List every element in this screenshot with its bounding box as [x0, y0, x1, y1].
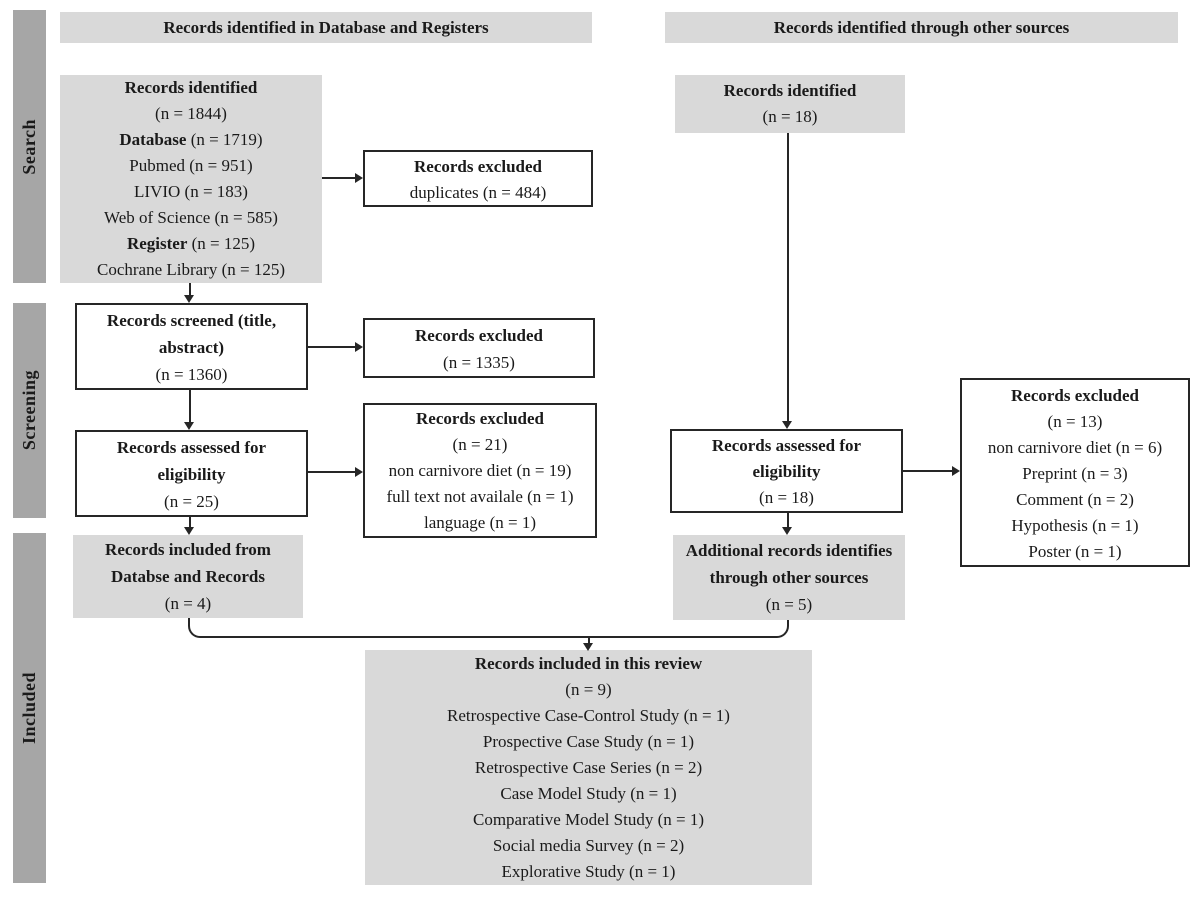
box-line: Records assessed for	[711, 436, 862, 455]
header-other-sources: Records identified through other sources	[665, 12, 1178, 43]
arrow-assessed-to-excluded-other	[903, 470, 953, 472]
box-line: Web of Science (n = 585)	[104, 208, 278, 227]
arrowhead-down-icon	[184, 527, 194, 535]
box-excluded-screening: Records excluded (n = 1335)	[363, 318, 595, 378]
box-line: Retrospective Case Series (n = 2)	[474, 758, 703, 777]
arrowhead-down-icon	[184, 422, 194, 430]
box-line: Hypothesis (n = 1)	[1011, 516, 1139, 535]
box-additional-records: Additional records identifies through ot…	[673, 535, 905, 620]
box-line: Case Model Study (n = 1)	[500, 784, 677, 803]
arrowhead-down-icon	[184, 295, 194, 303]
arrowhead-right-icon	[355, 467, 363, 477]
stage-label-screening: Screening	[19, 370, 39, 451]
stage-label-search: Search	[19, 118, 39, 175]
connector-merge-horizontal	[203, 636, 773, 638]
box-line-label: Database	[119, 130, 187, 149]
box-line: Databse and Records	[111, 567, 265, 586]
box-line: Poster (n = 1)	[1028, 542, 1122, 561]
box-line-label: Register	[126, 234, 188, 253]
arrowhead-down-icon	[782, 421, 792, 429]
box-included-review: Records included in this review (n = 9) …	[365, 650, 812, 885]
box-line: eligibility	[752, 462, 821, 481]
arrow-identified-to-screened	[189, 283, 191, 296]
box-line: (n = 25)	[164, 492, 219, 511]
box-line: Records excluded	[416, 409, 544, 428]
box-line: Comparative Model Study (n = 1)	[472, 810, 705, 829]
box-line: non carnivore diet (n = 19)	[388, 461, 572, 480]
box-line: (n = 5)	[765, 595, 813, 614]
box-line: (n = 1844)	[155, 104, 227, 123]
box-line: language (n = 1)	[423, 513, 537, 532]
box-line-value: (n = 125)	[187, 234, 256, 253]
box-line: Explorative Study (n = 1)	[501, 862, 676, 881]
box-excluded-other: Records excluded (n = 13) non carnivore …	[960, 378, 1190, 567]
box-line: Records excluded	[1011, 386, 1139, 405]
box-line: (n = 1360)	[155, 365, 228, 384]
box-line: Records identified	[723, 81, 857, 100]
box-line: Records screened (title,	[106, 311, 277, 330]
box-line: Comment (n = 2)	[1016, 490, 1134, 509]
box-line: eligibility	[157, 465, 226, 484]
box-assessed-eligibility-other: Records assessed for eligibility (n = 18…	[670, 429, 903, 513]
box-excluded-eligibility-db: Records excluded (n = 21) non carnivore …	[363, 403, 597, 538]
arrowhead-down-icon	[583, 643, 593, 651]
arrowhead-right-icon	[952, 466, 960, 476]
box-line: Register (n = 125)	[60, 231, 322, 257]
stage-bar-included: Included	[13, 533, 46, 883]
box-line: Records included from	[105, 540, 271, 559]
box-line: full text not availale (n = 1)	[386, 487, 574, 506]
arrow-assessed-to-excluded-db	[308, 471, 356, 473]
box-line: duplicates (n = 484)	[409, 183, 547, 202]
box-line: (n = 1335)	[443, 353, 515, 372]
box-line: Additional records identifies	[685, 541, 893, 560]
arrow-assessed-to-included-db	[189, 517, 191, 528]
connector-merge-left-curve	[188, 618, 206, 638]
box-line: Database (n = 1719)	[60, 127, 322, 153]
box-line: Records excluded	[414, 157, 542, 176]
box-line: through other sources	[709, 568, 869, 587]
stage-bar-search: Search	[13, 10, 46, 283]
box-records-identified-other: Records identified (n = 18)	[675, 75, 905, 133]
box-line: Records included in this review	[474, 654, 703, 673]
arrowhead-down-icon	[782, 527, 792, 535]
stage-bar-screening: Screening	[13, 303, 46, 518]
box-line: Prospective Case Study (n = 1)	[482, 732, 695, 751]
arrow-screened-to-excluded	[308, 346, 356, 348]
box-line: (n = 9)	[565, 680, 612, 699]
box-line: Records assessed for	[116, 438, 267, 457]
arrowhead-right-icon	[355, 342, 363, 352]
box-line: Retrospective Case-Control Study (n = 1)	[447, 706, 730, 725]
connector-merge-right-curve	[771, 620, 789, 638]
arrow-assessed-to-additional	[787, 513, 789, 528]
box-included-from-db: Records included from Databse and Record…	[73, 535, 303, 618]
box-line: (n = 21)	[452, 435, 508, 454]
box-records-identified-db: Records identified (n = 1844) Database (…	[60, 75, 322, 283]
arrow-identified-to-excluded-dup	[322, 177, 356, 179]
box-line: LIVIO (n = 183)	[134, 182, 248, 201]
box-line: Social media Survey (n = 2)	[492, 836, 685, 855]
stage-label-included: Included	[19, 671, 39, 745]
box-line: Cochrane Library (n = 125)	[96, 260, 286, 279]
box-excluded-duplicates: Records excluded duplicates (n = 484)	[363, 150, 593, 207]
box-line: Records identified	[124, 78, 258, 97]
box-line: non carnivore diet (n = 6)	[987, 438, 1163, 457]
arrow-screened-to-assessed	[189, 390, 191, 423]
box-line-value: (n = 1719)	[186, 130, 263, 149]
box-records-screened: Records screened (title, abstract) (n = …	[75, 303, 308, 390]
box-line: abstract)	[158, 338, 225, 357]
arrow-merge-to-review	[588, 638, 590, 644]
box-line: Pubmed (n = 951)	[129, 156, 253, 175]
arrowhead-right-icon	[355, 173, 363, 183]
box-line: (n = 4)	[164, 594, 212, 613]
box-line: Records excluded	[415, 326, 543, 345]
arrow-identified-other-to-assessed	[787, 133, 789, 422]
box-line: (n = 13)	[1047, 412, 1103, 431]
box-line: (n = 18)	[759, 488, 814, 507]
box-line: Preprint (n = 3)	[1022, 464, 1128, 483]
header-database-registers: Records identified in Database and Regis…	[60, 12, 592, 43]
box-line: (n = 18)	[762, 107, 818, 126]
box-assessed-eligibility-db: Records assessed for eligibility (n = 25…	[75, 430, 308, 517]
